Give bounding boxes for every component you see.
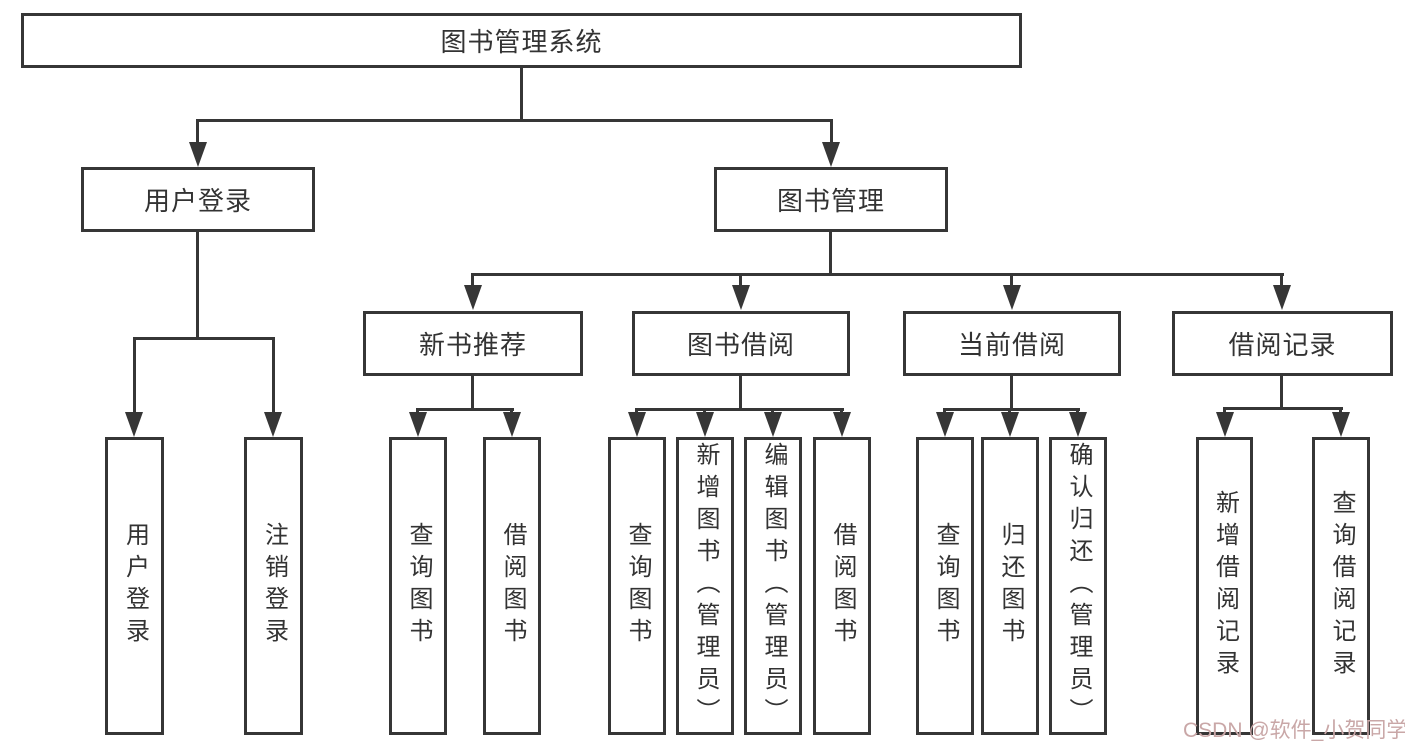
connector-arrow [936,412,954,437]
connector-line [635,408,844,411]
node-user-login: 用户登录 [81,167,315,232]
node-current-borrowing-label: 当前借阅 [957,330,1066,360]
connector-line [1008,408,1011,413]
connector-line [1010,376,1013,411]
leaf-query-books-recommend-label: 查询图书 [405,522,432,650]
leaf-logout: 注销登录 [244,437,303,735]
connector-line [943,408,946,413]
leaf-query-borrow-record-label: 查询借阅记录 [1328,490,1355,682]
connector-arrow [1003,285,1021,310]
connector-arrow [1069,412,1087,437]
connector-line [635,408,638,413]
node-root: 图书管理系统 [21,13,1022,68]
leaf-return-books-label: 归还图书 [997,522,1024,650]
connector-line [1339,407,1342,413]
connector-line [471,376,474,411]
connector-line [196,119,199,142]
leaf-add-borrow-record-label: 新增借阅记录 [1211,490,1239,682]
leaf-confirm-return-admin-label: 确认归还（管理员） [1065,442,1092,730]
leaf-add-borrow-record: 新增借阅记录 [1196,437,1253,735]
node-book-management-label: 图书管理 [776,186,885,216]
connector-line [771,408,774,413]
connector-line [416,408,419,413]
connector-line [739,273,742,285]
leaf-edit-book-admin-label: 编辑图书（管理员） [760,442,787,730]
node-book-borrowing: 图书借阅 [632,311,850,376]
connector-line [272,337,275,412]
node-user-login-label: 用户登录 [143,186,252,216]
node-new-book-recommendation: 新书推荐 [363,311,583,376]
connector-line [739,376,742,411]
leaf-query-books-recommend: 查询图书 [389,437,447,735]
leaf-add-book-admin: 新增图书（管理员） [676,437,734,735]
connector-line [510,408,513,413]
connector-arrow [503,412,521,437]
leaf-add-book-admin-label: 新增图书（管理员） [692,442,719,730]
connector-arrow [125,412,143,437]
connector-line [1223,407,1343,410]
leaf-query-books-borrowing-label: 查询图书 [624,522,651,650]
node-borrow-records-label: 借阅记录 [1228,330,1337,360]
connector-line [943,408,1080,411]
connector-arrow [628,412,646,437]
connector-line [830,119,833,142]
leaf-edit-book-admin: 编辑图书（管理员） [744,437,802,735]
connector-arrow [833,412,851,437]
leaf-user-login-label: 用户登录 [121,522,149,650]
connector-arrow [1001,412,1019,437]
watermark: CSDN @软件_小贺同学 [1183,719,1405,742]
connector-line [1076,408,1079,413]
connector-line [133,337,275,340]
leaf-return-books: 归还图书 [981,437,1039,735]
connector-line [196,119,833,122]
connector-line [703,408,706,413]
leaf-query-books-current: 查询图书 [916,437,974,735]
connector-arrow [1332,412,1350,437]
node-book-management: 图书管理 [714,167,948,232]
leaf-confirm-return-admin: 确认归还（管理员） [1049,437,1107,735]
node-root-label: 图书管理系统 [440,27,603,57]
leaf-user-login: 用户登录 [105,437,164,735]
connector-arrow [264,412,282,437]
connector-arrow [409,412,427,437]
connector-line [1223,407,1226,413]
node-book-borrowing-label: 图书借阅 [686,330,795,360]
connector-arrow [1273,285,1291,310]
connector-line [471,273,1284,276]
node-current-borrowing: 当前借阅 [903,311,1121,376]
connector-line [829,232,832,276]
connector-arrow [1216,412,1234,437]
leaf-borrow-books-recommend-label: 借阅图书 [499,522,526,650]
connector-line [520,68,523,122]
connector-arrow [822,142,840,167]
connector-line [471,273,474,285]
connector-line [1010,273,1013,285]
leaf-query-books-borrowing: 查询图书 [608,437,666,735]
connector-line [840,408,843,413]
leaf-query-books-current-label: 查询图书 [932,522,959,650]
connector-line [196,232,199,340]
leaf-borrow-books-borrowing: 借阅图书 [813,437,871,735]
leaf-borrow-books-recommend: 借阅图书 [483,437,541,735]
connector-arrow [464,285,482,310]
connector-arrow [764,412,782,437]
node-borrow-records: 借阅记录 [1172,311,1393,376]
node-new-book-recommendation-label: 新书推荐 [418,330,527,360]
leaf-query-borrow-record: 查询借阅记录 [1312,437,1370,735]
connector-arrow [189,142,207,167]
connector-arrow [696,412,714,437]
connector-line [1280,376,1283,410]
leaf-borrow-books-borrowing-label: 借阅图书 [829,522,856,650]
leaf-logout-label: 注销登录 [260,522,288,650]
connector-arrow [732,285,750,310]
connector-line [416,408,514,411]
connector-line [133,337,136,412]
connector-line [1280,273,1283,285]
